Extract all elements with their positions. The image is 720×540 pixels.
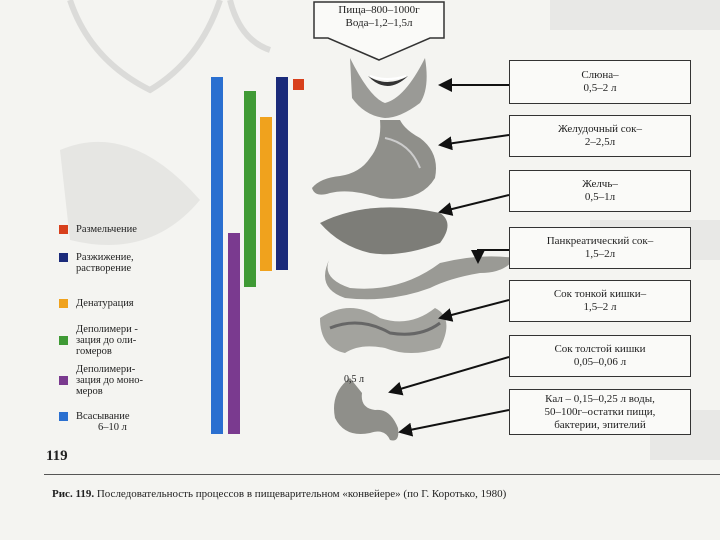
pancreatic-juice-volume: 1,5–2л bbox=[584, 248, 616, 260]
figure-caption-lead: Рис. 119. bbox=[52, 488, 95, 500]
pancreatic-juice-box: Панкреатический сок– 1,5–2л bbox=[509, 227, 691, 269]
intake-water: Вода–1,2–1,5л bbox=[345, 17, 413, 29]
legend-swatch-denaturation bbox=[59, 299, 68, 308]
bile-volume: 0,5–1л bbox=[584, 191, 616, 203]
legend-swatch-liquefaction bbox=[59, 253, 68, 262]
legend-denaturation: Денатурация bbox=[59, 298, 134, 309]
small-intestine-juice-box: Сок тонкой кишки– 1,5–2 л bbox=[509, 280, 691, 322]
bar-absorption bbox=[211, 77, 223, 434]
digestive-organs-illustration bbox=[312, 58, 515, 441]
large-intestine-juice-volume: 0,05–0,06 л bbox=[573, 356, 627, 368]
divider bbox=[44, 474, 720, 475]
gastric-juice-volume: 2–2,5л bbox=[584, 136, 616, 148]
connector-arrows bbox=[388, 78, 510, 437]
large-intestine-juice-name: Сок толстой кишки bbox=[554, 343, 646, 355]
feces-bacteria: бактерии, эпителий bbox=[554, 419, 646, 431]
saliva-box: Слюна– 0,5–2 л bbox=[509, 60, 691, 104]
intake-box: Пища–800–1000г Вода–1,2–1,5л bbox=[312, 4, 446, 30]
legend-liquefaction: Разжижение, растворение bbox=[59, 252, 134, 274]
figure-caption: Рис. 119. Последовательность процессов в… bbox=[52, 487, 712, 501]
feces-water: Кал – 0,15–0,25 л воды, bbox=[545, 393, 655, 405]
bar-depolymerization-monomers bbox=[228, 233, 240, 434]
legend-swatch-depolymerization-monomers bbox=[59, 376, 68, 385]
legend-swatch-absorption bbox=[59, 412, 68, 421]
gastric-juice-name: Желудочный сок– bbox=[558, 123, 642, 135]
legend-grinding: Размельчение bbox=[59, 224, 137, 235]
bar-depolymerization-oligomers bbox=[244, 91, 256, 287]
bar-denaturation bbox=[260, 117, 272, 271]
large-intestine-juice-box: Сок толстой кишки 0,05–0,06 л bbox=[509, 335, 691, 377]
saliva-name: Слюна– bbox=[581, 69, 619, 81]
bile-box: Желчь– 0,5–1л bbox=[509, 170, 691, 212]
bile-name: Желчь– bbox=[582, 178, 618, 190]
bar-liquefaction bbox=[276, 77, 288, 270]
small-intestine-juice-volume: 1,5–2 л bbox=[583, 301, 617, 313]
legend-swatch-grinding bbox=[59, 225, 68, 234]
feces-food-remains: 50–100г–остатки пищи, bbox=[544, 406, 656, 418]
legend-depolymerization-monomers: Деполимери- зация до моно- меров bbox=[59, 364, 143, 397]
gastric-juice-box: Желудочный сок– 2–2,5л bbox=[509, 115, 691, 157]
background-bleed bbox=[60, 0, 720, 460]
legend-absorption: Всасывание 6–10 л bbox=[59, 411, 130, 433]
feces-box: Кал – 0,15–0,25 л воды, 50–100г–остатки … bbox=[509, 389, 691, 435]
intake-food: Пища–800–1000г bbox=[338, 4, 420, 16]
saliva-volume: 0,5–2 л bbox=[583, 82, 617, 94]
legend-depolymerization-oligomers: Деполимери - зация до оли- гомеров bbox=[59, 324, 138, 357]
intake-callout-shape bbox=[313, 1, 445, 61]
small-intestine-juice-name: Сок тонкой кишки– bbox=[553, 288, 647, 300]
bar-grinding bbox=[293, 79, 304, 90]
colon-volume-label: 0,5 л bbox=[344, 374, 364, 385]
figure-caption-text: Последовательность процессов в пищеварит… bbox=[94, 488, 507, 500]
legend-swatch-depolymerization-oligomers bbox=[59, 336, 68, 345]
pancreatic-juice-name: Панкреатический сок– bbox=[546, 235, 654, 247]
page-number: 119 bbox=[46, 448, 68, 464]
